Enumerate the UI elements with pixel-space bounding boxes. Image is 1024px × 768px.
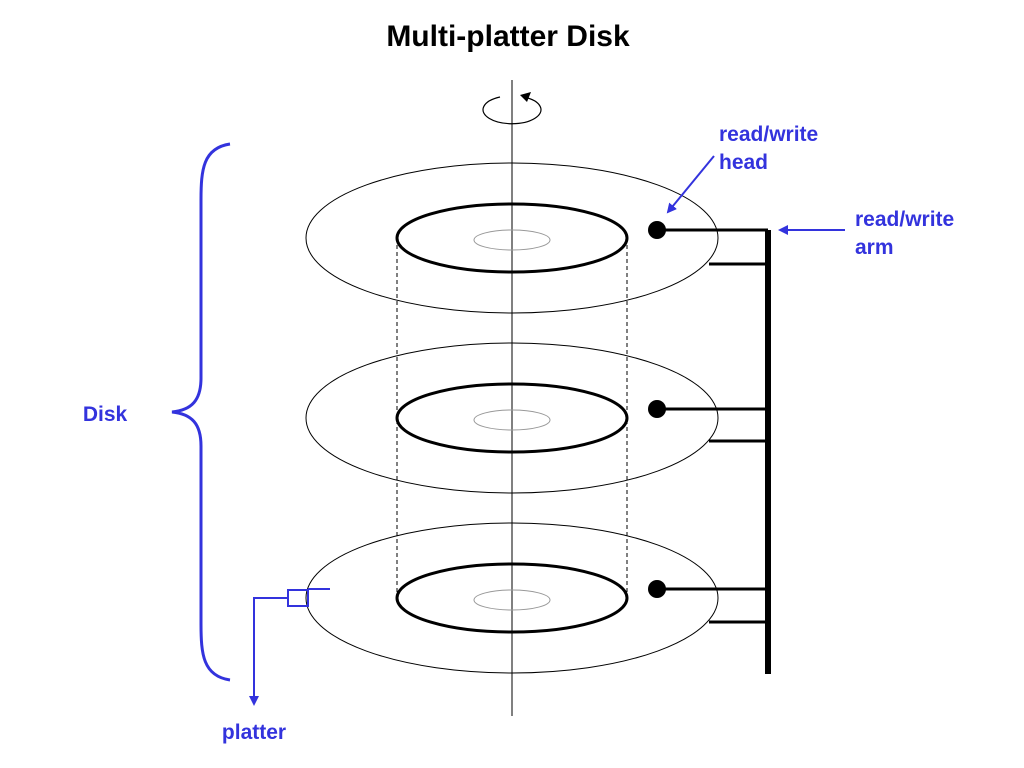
disk-label: Disk: [83, 403, 128, 426]
read-write-head-middle: [648, 400, 666, 418]
read-write-head-label: read/write head: [719, 123, 824, 174]
platter-top: [305, 162, 719, 314]
hub-middle: [473, 409, 551, 431]
platter-bottom: [305, 522, 719, 674]
platter-pointer: [249, 588, 330, 706]
read-write-head-label-line1: read/write: [719, 123, 818, 146]
read-write-arm-label-line1: read/write: [855, 208, 954, 231]
hub-bottom: [473, 589, 551, 611]
hub-top: [473, 229, 551, 251]
platter-middle: [305, 342, 719, 494]
track-top: [395, 202, 629, 274]
disk-brace: [171, 142, 231, 682]
track-middle: [395, 382, 629, 454]
diagram-title: Multi-platter Disk: [386, 20, 630, 53]
read-write-head-top: [648, 221, 666, 239]
platter-label: platter: [222, 721, 286, 744]
read-write-arm-label: read/write arm: [855, 208, 960, 259]
read-write-head-bottom: [648, 580, 666, 598]
track-bottom: [395, 562, 629, 634]
read-write-head-label-line2: head: [719, 151, 768, 174]
rotation-arrow-icon: [482, 92, 542, 125]
read-write-arm-assembly: [648, 221, 771, 674]
read-write-arm-label-line2: arm: [855, 236, 894, 259]
read-write-head-arrow: [666, 155, 715, 214]
